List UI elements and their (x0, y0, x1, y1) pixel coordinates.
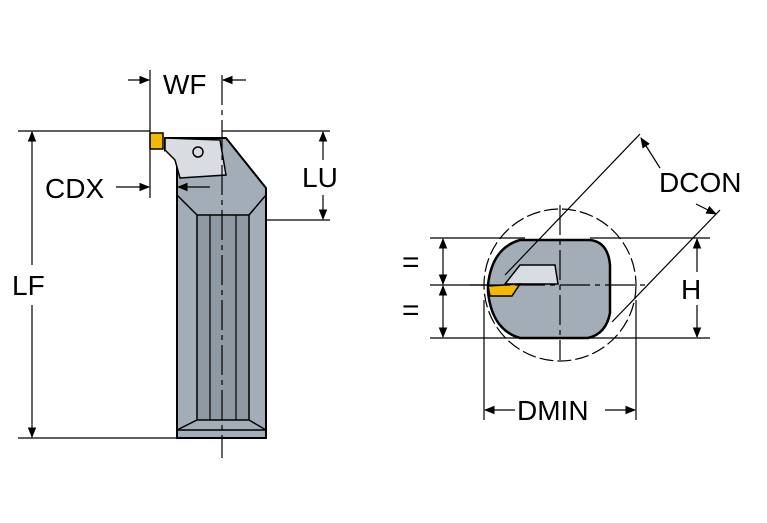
shank-groove (196, 214, 250, 421)
label-lu: LU (302, 162, 338, 193)
insert (149, 132, 164, 150)
label-dmin: DMIN (517, 395, 589, 426)
section-pocket (503, 264, 559, 285)
insert-pocket (164, 137, 227, 179)
screw-icon (192, 146, 204, 158)
label-lf: LF (12, 270, 45, 301)
label-equal-bottom: = (402, 294, 420, 327)
side-view: WF CDX LU LF (12, 69, 338, 458)
label-h: H (681, 274, 701, 305)
shank-section (486, 238, 612, 340)
label-wf: WF (163, 69, 207, 100)
label-dcon: DCON (659, 167, 741, 198)
label-cdx: CDX (45, 173, 104, 204)
label-equal-top: = (402, 246, 420, 279)
end-view: = = H DCON DMIN (402, 133, 741, 426)
